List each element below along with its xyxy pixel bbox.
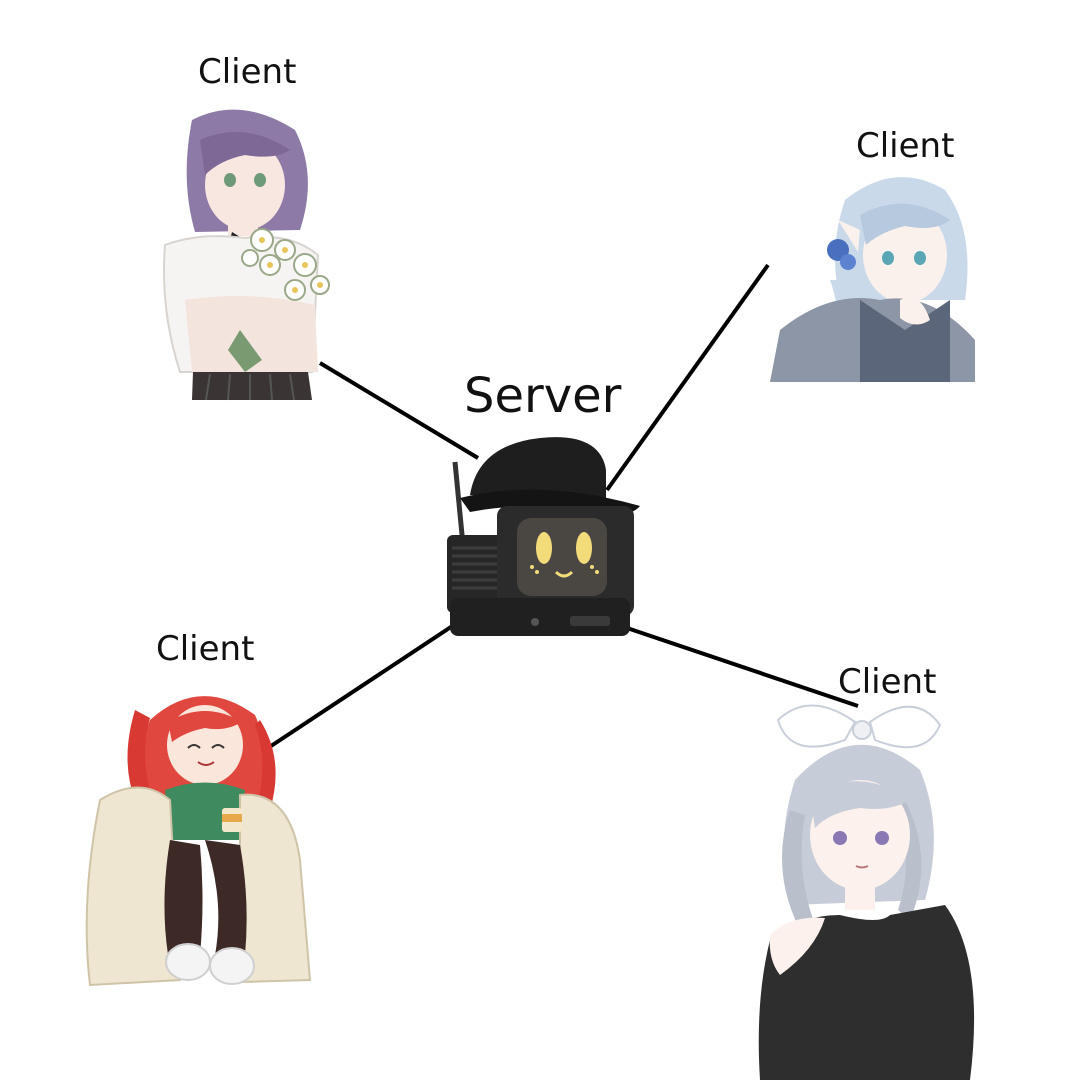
client-label-top-left: Client bbox=[198, 52, 297, 92]
client-label-top-right: Client bbox=[856, 126, 955, 166]
connection-line-bottom-left bbox=[266, 615, 468, 750]
client-avatar-bottom-right bbox=[758, 704, 975, 1080]
client-label-bottom-right: Client bbox=[838, 662, 937, 702]
connection-line-bottom-right bbox=[626, 626, 859, 708]
client-avatar-top-left bbox=[163, 109, 330, 401]
client-avatar-bottom-left bbox=[85, 696, 312, 987]
connection-line-top-right bbox=[605, 263, 770, 492]
client-avatar-top-right bbox=[770, 177, 975, 382]
server-tv-icon bbox=[447, 437, 640, 636]
connection-line-top-left bbox=[318, 361, 480, 460]
client-label-bottom-left: Client bbox=[156, 629, 255, 669]
server-label: Server bbox=[464, 368, 622, 424]
